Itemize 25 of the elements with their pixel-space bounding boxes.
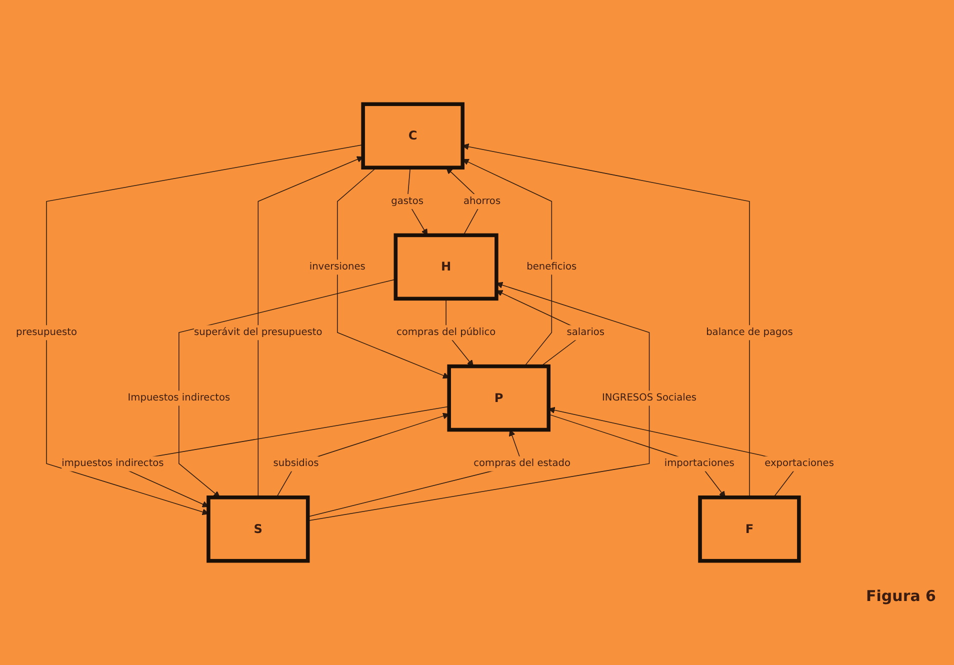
figure-label: Figura 6: [866, 587, 936, 605]
edge-label: exportaciones: [764, 458, 834, 470]
edge-label: superávit del presupuesto: [194, 326, 322, 338]
edge-label: ahorros: [463, 196, 501, 207]
node-box: F: [698, 496, 801, 563]
edge-label: impuestos indirectos: [62, 458, 164, 470]
edge-label: subsidios: [273, 458, 319, 470]
edge-label: balance de pagos: [706, 326, 793, 338]
edge-label: gastos: [391, 196, 424, 207]
arrow: [462, 158, 552, 367]
edge-label: presupuesto: [16, 326, 77, 338]
arrow: [258, 156, 364, 498]
edge-label: compras del estado: [474, 458, 571, 470]
edge-label: beneficios: [526, 261, 577, 272]
edge-label: INGRESOS Sociales: [602, 392, 697, 404]
edge-label: Impuestos indirectos: [128, 392, 230, 404]
node-box: S: [206, 496, 310, 563]
edge-label: salarios: [566, 326, 605, 338]
edge-label: importaciones: [664, 458, 734, 470]
node-box: P: [447, 364, 550, 432]
edge-label: compras del público: [396, 326, 496, 338]
node-box: C: [361, 102, 464, 170]
arrow: [46, 144, 364, 516]
node-box: H: [394, 233, 498, 301]
edge-label: inversiones: [309, 261, 366, 272]
